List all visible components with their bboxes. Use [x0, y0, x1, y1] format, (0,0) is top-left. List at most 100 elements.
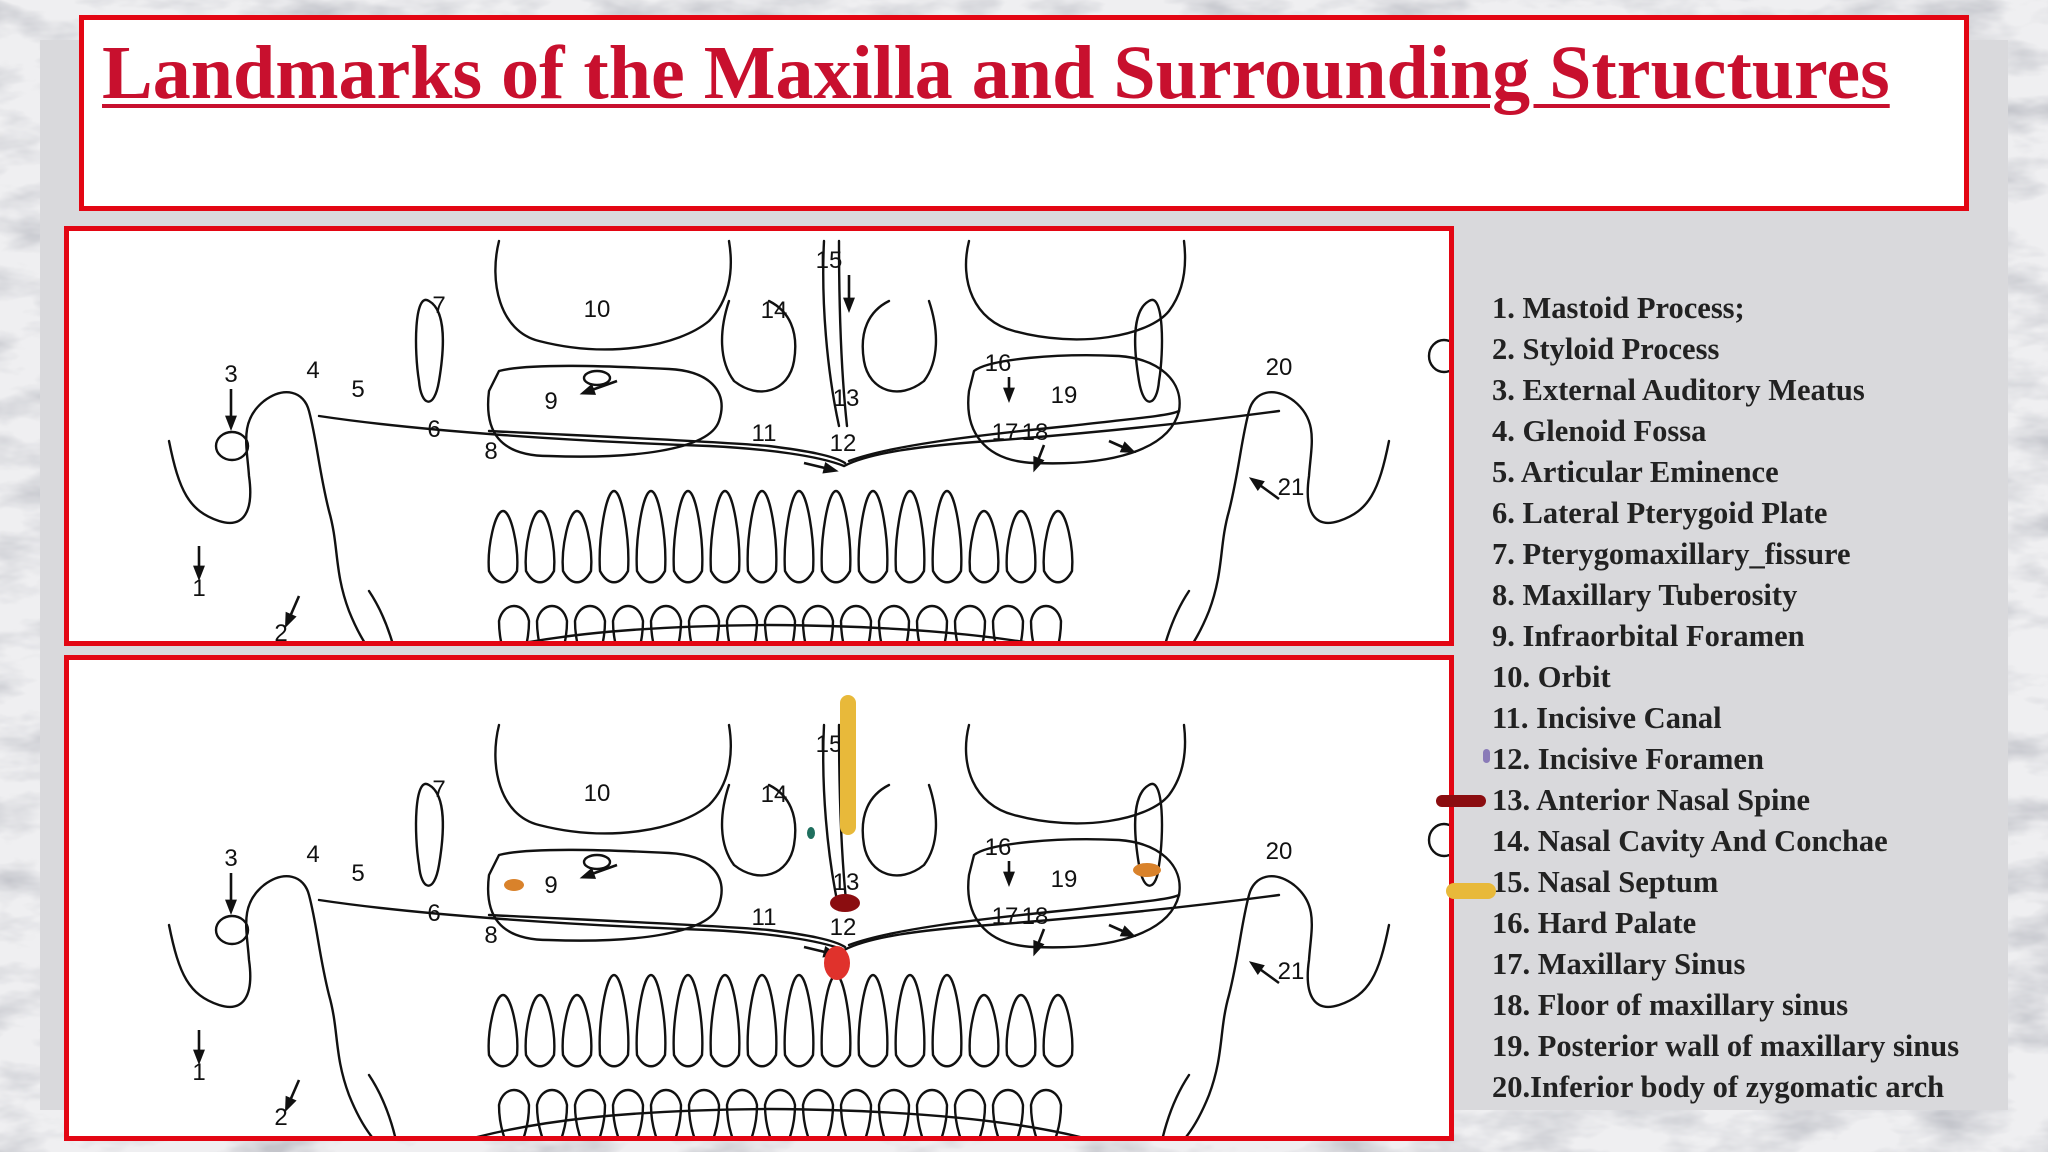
legend-item: 14. Nasal Cavity And Conchae — [1492, 824, 1888, 858]
upper-tooth — [968, 509, 1000, 584]
legend-item: 17. Maxillary Sinus — [1492, 947, 1746, 981]
nasal-concha-left — [720, 299, 797, 393]
arrowhead — [1033, 939, 1045, 957]
diagram-label: 7 — [432, 292, 445, 319]
nasal-concha-right — [861, 783, 938, 877]
upper-tooth — [746, 489, 778, 584]
maxillary-sinus-left — [486, 364, 723, 458]
diagram-label: 13 — [833, 869, 860, 896]
arrowhead — [1119, 441, 1137, 454]
legend-item: 11. Incisive Canal — [1492, 701, 1722, 735]
legend-marker-nasal-septum — [1446, 883, 1496, 899]
pterygomaxillary-fissure-right — [1133, 298, 1164, 403]
diagram-label: 16 — [985, 350, 1012, 377]
mandible-right-outline — [1185, 875, 1391, 1136]
lower-tooth — [801, 1088, 835, 1136]
orbit-right — [964, 239, 1187, 341]
nasal-septum-line-2 — [837, 239, 849, 428]
diagram-label: 9 — [544, 872, 557, 899]
page-title: Landmarks of the Maxilla and Surrounding… — [102, 31, 1890, 115]
upper-tooth — [857, 973, 889, 1068]
legend-item: 1. Mastoid Process; — [1492, 291, 1745, 325]
lower-tooth — [573, 604, 607, 641]
arrowhead — [1119, 925, 1137, 938]
hard-palate-line-3 — [847, 893, 1181, 947]
lower-tooth — [839, 1088, 873, 1136]
legend-item: 4. Glenoid Fossa — [1492, 414, 1707, 448]
arrowhead — [193, 1049, 205, 1065]
maxillary-sinus-marker-left — [504, 879, 524, 891]
lower-tooth — [687, 604, 721, 641]
lower-tooth — [649, 1088, 683, 1136]
arrowhead — [193, 565, 205, 581]
legend-item: 20.Inferior body of zygomatic arch — [1492, 1070, 1945, 1104]
upper-tooth — [598, 973, 630, 1068]
lower-tooth — [573, 1088, 607, 1136]
diagram-label: 12 — [830, 430, 857, 457]
upper-tooth — [598, 489, 630, 584]
maxillary-sinus-marker-right — [1133, 863, 1161, 877]
lower-tooth — [915, 1088, 949, 1136]
upper-tooth — [894, 973, 926, 1068]
diagram-label: 17 — [992, 419, 1019, 446]
arrowhead — [1033, 455, 1045, 473]
lower-tooth — [915, 604, 949, 641]
legend-item: 15. Nasal Septum — [1492, 865, 1719, 899]
orbit-left — [494, 239, 732, 351]
lower-tooth — [839, 604, 873, 641]
lower-jaw-curve — [528, 623, 1026, 641]
arrowhead — [579, 383, 597, 395]
nasal-septum-line — [822, 239, 841, 428]
orbit-right — [964, 723, 1187, 825]
arrowhead — [822, 461, 839, 474]
upper-tooth — [783, 489, 815, 584]
diagram-label: 19 — [1051, 382, 1078, 409]
hard-palate-line — [317, 409, 1281, 468]
hard-palate-line-3 — [847, 409, 1181, 463]
lower-tooth — [649, 604, 683, 641]
lower-tooth — [497, 604, 531, 641]
lower-tooth — [535, 1088, 569, 1136]
external-auditory-meatus-right — [1427, 338, 1449, 374]
diagram-label: 16 — [985, 834, 1012, 861]
pterygomaxillary-fissure-left — [414, 782, 445, 887]
ramus-right — [1164, 589, 1191, 641]
lower-tooth — [953, 604, 987, 641]
diagram-label: 9 — [544, 388, 557, 415]
legend-item: 5. Articular Eminence — [1492, 455, 1779, 489]
diagram-label: 7 — [432, 776, 445, 803]
upper-tooth — [1042, 993, 1074, 1068]
legend-item: 18. Floor of maxillary sinus — [1492, 988, 1849, 1022]
diagram-label: 19 — [1051, 866, 1078, 893]
diagram-label: 11 — [752, 904, 777, 931]
diagram-label: 1 — [192, 575, 205, 602]
diagram-label: 6 — [427, 416, 440, 443]
diagram-label: 8 — [484, 438, 497, 465]
diagram-label: 17 — [992, 903, 1019, 930]
legend-item: 19. Posterior wall of maxillary sinus — [1492, 1029, 1960, 1063]
upper-tooth — [1005, 509, 1037, 584]
title-box: Landmarks of the Maxilla and Surrounding… — [79, 15, 1969, 211]
lower-tooth — [953, 1088, 987, 1136]
diagram-label: 5 — [351, 860, 364, 887]
ramus-right — [1161, 1073, 1191, 1136]
lower-tooth — [535, 604, 569, 641]
upper-tooth — [820, 973, 852, 1068]
lower-tooth — [1029, 1088, 1063, 1136]
lower-tooth — [497, 1088, 531, 1136]
external-auditory-meatus-right — [1427, 822, 1449, 858]
lower-tooth — [991, 1088, 1025, 1136]
diagram-label: 20 — [1266, 838, 1293, 865]
diagram-label: 8 — [484, 922, 497, 949]
diagram-label: 2 — [274, 620, 287, 646]
legend-item: 10. Orbit — [1492, 660, 1611, 694]
legend-item: 3. External Auditory Meatus — [1492, 373, 1865, 407]
legend-item: 2. Styloid Process — [1492, 332, 1720, 366]
lower-tooth — [611, 604, 645, 641]
upper-tooth — [635, 489, 667, 584]
arrowhead — [1003, 387, 1015, 403]
lower-tooth — [725, 604, 759, 641]
upper-tooth — [931, 973, 963, 1068]
